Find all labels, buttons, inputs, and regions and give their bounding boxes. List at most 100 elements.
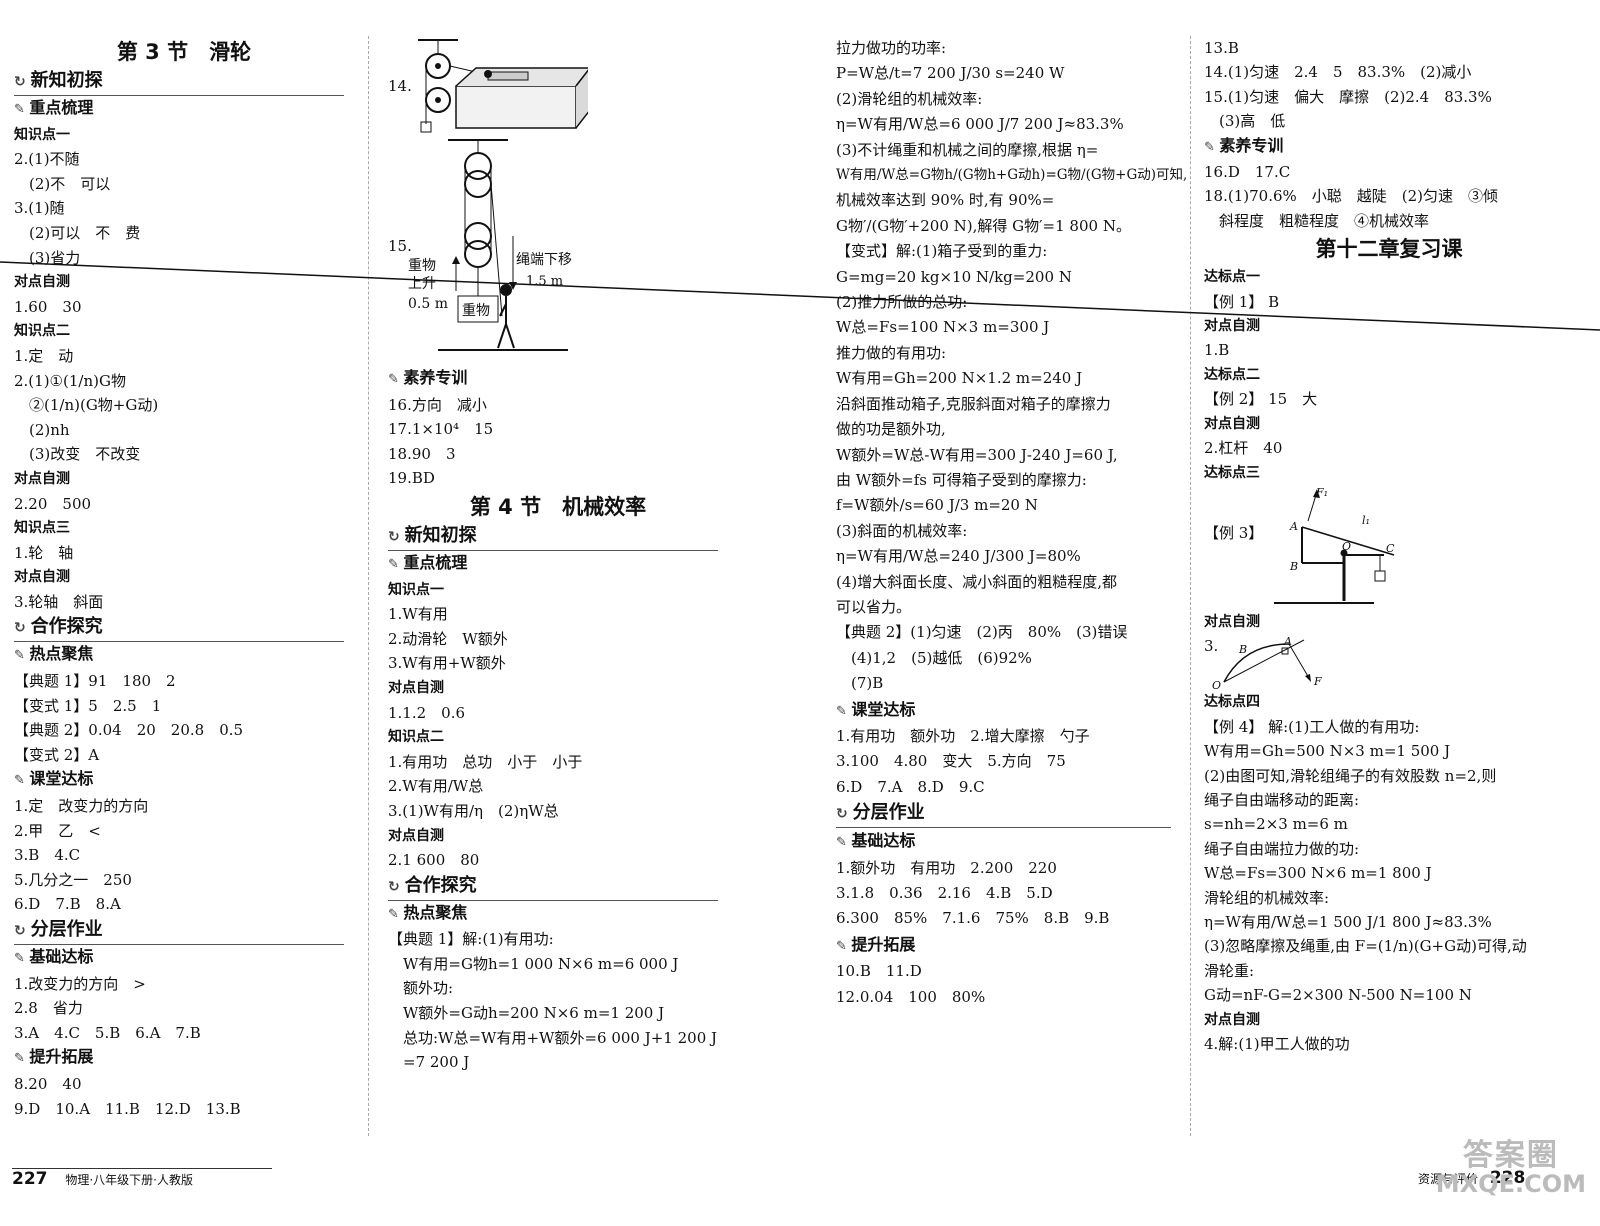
heading-classroom: 课堂达标	[14, 767, 354, 794]
answer-line: 14.(1)匀速 2.4 5 83.3% (2)减小	[1204, 63, 1472, 82]
label-F: F	[1314, 675, 1322, 689]
watermark-line1: 答案圈	[1462, 1138, 1559, 1173]
column-divider	[368, 36, 369, 1136]
footer-right: 资源与评价 228	[1418, 1168, 1525, 1188]
answer-line: 【例 1】 B	[1204, 292, 1280, 311]
answer-line: (3)忽略摩擦及绳重,由 F=(1/n)(G+G动)可得,动	[1204, 937, 1527, 956]
label-B: B	[1239, 643, 1248, 657]
answer-line: 1.B	[1204, 341, 1230, 360]
answer-line: 17.1×10⁴ 15	[388, 420, 494, 439]
answer-line: 1.额外功 有用功 2.200 220	[836, 858, 1057, 877]
chapter-review-title: 第十二章复习课	[1315, 237, 1463, 262]
answer-line: 3.W有用+W额外	[388, 654, 506, 673]
answer-line: 2.动滑轮 W额外	[388, 629, 508, 648]
heading-key-points: 重点梳理	[14, 96, 354, 123]
answer-line: W总=Fs=300 N×6 m=1 800 J	[1204, 864, 1432, 883]
answer-line: 机械效率达到 90% 时,有 90%=	[836, 191, 1055, 210]
label-F1: F₁	[1316, 485, 1329, 499]
answer-line: G=mg=20 kg×10 N/kg=200 N	[836, 267, 1072, 286]
pulley-diagram-14	[418, 39, 588, 133]
self-test-label: 对点自测	[388, 679, 444, 696]
self-test-label: 对点自测	[1204, 613, 1260, 630]
question-number: 3.	[1204, 637, 1219, 656]
figure-15: 15. 重物 上升 0.5 m 重物 绳端下移	[388, 136, 728, 366]
self-test-label: 对点自测	[1204, 415, 1260, 432]
figure-example-3: 【例 3】 F₁ l₁ A B O C	[1204, 485, 1574, 610]
answer-line: 2.W有用/W总	[388, 777, 484, 796]
answer-line: 9.D 10.A 11.B 12.D 13.B	[14, 1099, 241, 1118]
heading-quality: 素养专训	[1204, 134, 1574, 160]
answer-line: 【例 2】 15 大	[1204, 390, 1318, 409]
heading-advanced: 提升拓展	[836, 932, 1181, 959]
answer-line: G物′/(G物′+200 N),解得 G物′=1 800 N。	[836, 216, 1131, 235]
answer-line: 15.(1)匀速 偏大 摩擦 (2)2.4 83.3%	[1204, 87, 1492, 106]
label-rope-distance: 1.5 m	[526, 274, 564, 289]
answer-line: 【典题 2】(1)匀速 (2)丙 80% (3)错误	[836, 623, 1128, 642]
answer-line: 绳子自由端拉力做的功:	[1204, 839, 1360, 858]
answer-line: (2)推力所做的总功:	[836, 293, 968, 312]
knowledge-point-2: 知识点二	[14, 323, 70, 340]
answer-line: W总=Fs=100 N×3 m=300 J	[836, 318, 1050, 337]
heading-hot-topics: 热点聚焦	[14, 642, 354, 669]
heading-advanced: 提升拓展	[14, 1045, 354, 1072]
answer-line: (3)省力	[14, 248, 81, 267]
watermark-logo: 答案圈 MXQE.COM	[1436, 1138, 1586, 1199]
answer-line: W额外=G动h=200 N×6 m=1 200 J	[388, 1004, 665, 1023]
label-l1: l₁	[1362, 513, 1370, 527]
heading-quality: 素养专训	[388, 366, 728, 393]
example-label: 【例 3】	[1204, 523, 1264, 542]
heading-new-knowledge: 新知初探	[14, 68, 344, 96]
answer-line: 拉力做功的功率:	[836, 39, 947, 57]
answer-line: 3.(1)W有用/η (2)ηW总	[388, 801, 559, 820]
answer-line: 10.B 11.D	[836, 962, 922, 981]
answer-line: 18.(1)70.6% 小聪 越陡 (2)匀速 ③倾	[1204, 187, 1499, 206]
answer-line: 5.几分之一 250	[14, 870, 132, 889]
heading-new-knowledge: 新知初探	[388, 523, 718, 551]
answer-line: (4)1,2 (5)越低 (6)92%	[836, 648, 1032, 667]
answer-line: 8.20 40	[14, 1074, 82, 1093]
answer-line: 2.8 省力	[14, 999, 83, 1018]
heading-layered-work: 分层作业	[14, 917, 344, 945]
self-test-label: 对点自测	[14, 569, 70, 586]
label-A: A	[1290, 519, 1298, 533]
answer-line: W有用=Gh=500 N×3 m=1 500 J	[1204, 742, 1451, 761]
answer-line: 18.90 3	[388, 444, 456, 463]
answer-line: 可以省力。	[836, 597, 912, 616]
series-name: 资源与评价	[1418, 1172, 1479, 1186]
self-test-label: 对点自测	[14, 274, 70, 291]
heading-cooperation: 合作探究	[388, 873, 718, 901]
self-test-label: 对点自测	[14, 470, 70, 487]
figure-14: 14.	[388, 36, 728, 136]
answer-line: 6.300 85% 7.1.6 75% 8.B 9.B	[836, 909, 1110, 928]
answer-line: 【例 4】 解:(1)工人做的有用功:	[1204, 717, 1420, 736]
answer-line: 沿斜面推动箱子,克服斜面对箱子的摩擦力	[836, 394, 1111, 413]
answer-line: f=W额外/s=60 J/3 m=20 N	[836, 496, 1038, 515]
figure-q3: 3. B A O F	[1204, 634, 1574, 692]
answer-line: 2.甲 乙 <	[14, 821, 101, 840]
answer-line: 滑轮组的机械效率:	[1204, 888, 1330, 907]
answer-line: 4.解:(1)甲工人做的功	[1204, 1035, 1350, 1053]
self-test-label: 对点自测	[388, 827, 444, 844]
answer-line: 由 W额外=fs 可得箱子受到的摩擦力:	[836, 470, 1087, 489]
answer-line: 3.轮轴 斜面	[14, 592, 104, 611]
answer-line: 推力做的有用功:	[836, 343, 947, 362]
label-B: B	[1290, 559, 1299, 573]
answer-line: 总功:W总=W有用+W额外=6 000 J+1 200 J	[388, 1028, 718, 1047]
answer-line: η=W有用/W总=240 J/300 J=80%	[836, 547, 1081, 566]
answer-line: 3.B 4.C	[14, 846, 81, 865]
answer-line: 1.改变力的方向 >	[14, 974, 146, 993]
answer-line: 16.方向 减小	[388, 395, 487, 414]
target-point-4: 达标点四	[1204, 694, 1260, 711]
answer-line: 1.定 动	[14, 346, 74, 365]
answer-line: W有用=Gh=200 N×1.2 m=240 J	[836, 369, 1083, 388]
column-divider	[1190, 36, 1191, 1136]
answer-line: 1.有用功 总功 小于 小于	[388, 752, 583, 771]
answer-line: 1.W有用	[388, 605, 448, 624]
answer-line: 额外功:	[388, 979, 454, 998]
answer-line: 1.轮 轴	[14, 543, 74, 562]
lever-diagram	[1274, 488, 1395, 604]
answer-line: (2)不 可以	[14, 174, 111, 193]
column-4: 13.B 14.(1)匀速 2.4 5 83.3% (2)减小 15.(1)匀速…	[1204, 36, 1574, 1056]
answer-line: (7)B	[836, 674, 884, 693]
label-weight-box: 重物	[462, 303, 490, 319]
